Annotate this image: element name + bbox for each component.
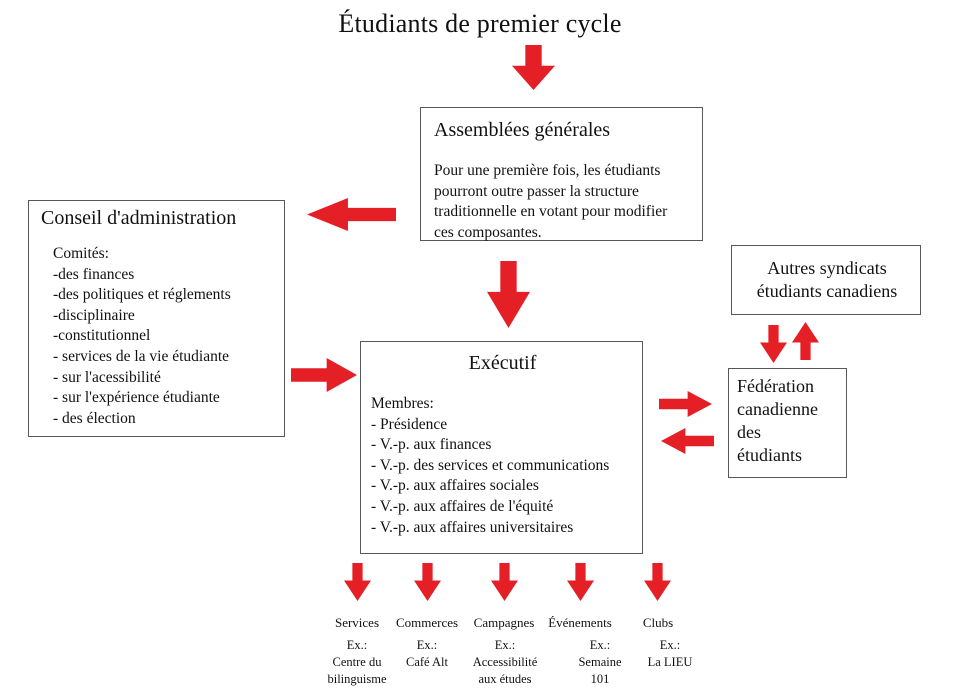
service-example-0: Ex.: Centre du bilinguisme — [295, 637, 419, 688]
conseil-body-line: -des finances — [53, 265, 135, 283]
executif-body-line: - V.-p. aux affaires de l'équité — [371, 498, 554, 516]
box-executif: Exécutif Membres: - Présidence - V.-p. a… — [360, 341, 643, 554]
autres-syndicats-line: Autres syndicats — [767, 258, 887, 278]
service-label-4: Clubs — [642, 615, 674, 630]
conseil-body-line: -des politiques et réglements — [53, 286, 231, 304]
arrow-right-icon-conseil-to-executif — [291, 358, 357, 392]
conseil-title: Conseil d'administration — [41, 207, 237, 229]
arrow-down-icon-service-4 — [644, 563, 671, 601]
page-title: Étudiants de premier cycle — [338, 9, 622, 38]
service-example-line: La LIEU — [647, 654, 693, 669]
service-example-line: Semaine — [578, 654, 622, 669]
executif-body-line: - V.-p. aux affaires sociales — [371, 477, 539, 495]
executif-body-line: - V.-p. aux affaires universitaires — [371, 518, 574, 536]
box-conseil-administration: Conseil d'administration Comités: -des f… — [28, 200, 285, 437]
federation-text: Fédération canadienne des étudiants — [737, 375, 818, 466]
executif-title: Exécutif — [468, 352, 537, 374]
service-example-line: aux études — [478, 671, 532, 686]
executif-body-line: - V.-p. aux finances — [371, 436, 492, 454]
autres-syndicats-line: étudiants canadiens — [756, 281, 898, 302]
service-example-line: 101 — [590, 671, 610, 686]
arrow-down-icon-service-1 — [414, 563, 441, 601]
arrow-down-icon-syndicats-to-federation — [760, 325, 787, 363]
federation-line: canadienne — [737, 398, 818, 419]
assemblees-body-line: Pour une première fois, les étudiants — [434, 162, 661, 179]
service-example-line: Ex.: — [659, 638, 681, 652]
service-example-line: Café Alt — [405, 654, 448, 669]
arrow-left-icon-federation-to-executif — [661, 428, 714, 454]
assemblees-body: Pour une première fois, les étudiants po… — [434, 161, 667, 243]
assemblees-body-line: pourront outre passer la structure — [434, 182, 639, 200]
service-example-line: Centre du — [332, 654, 382, 669]
service-example-2: Ex.: Accessibilité aux études — [443, 637, 567, 688]
service-example-line: Ex.: — [416, 638, 438, 652]
service-label-1: Commerces — [395, 615, 459, 630]
arrow-down-icon-service-0 — [344, 563, 371, 601]
box-federation-canadienne: Fédération canadienne des étudiants — [728, 368, 847, 478]
arrow-down-icon-service-3 — [567, 563, 594, 601]
service-example-line: bilinguisme — [327, 671, 387, 686]
conseil-body-line: - services de la vie étudiante — [53, 348, 230, 366]
service-label-0: Services — [334, 615, 380, 630]
conseil-body-line: Comités: — [53, 245, 109, 262]
conseil-body-line: - sur l'acessibilité — [53, 368, 161, 386]
assemblees-body-line: traditionnelle en votant pour modifier — [434, 203, 668, 221]
executif-body-line: - V.-p. des services et communications — [371, 456, 610, 474]
service-example-line: Ex.: — [346, 638, 368, 652]
conseil-body-line: - des élection — [53, 409, 136, 427]
arrow-up-icon-federation-to-syndicats — [792, 322, 819, 360]
autres-syndicats-text: Autres syndicats étudiants canadiens — [732, 257, 922, 304]
arrow-down-icon-service-2 — [491, 563, 518, 601]
service-example-4: Ex.: La LIEU — [608, 637, 732, 671]
arrow-left-icon-assemblies-to-conseil — [307, 198, 396, 231]
service-example-line: Ex.: — [589, 638, 611, 652]
service-label-2: Campagnes — [473, 615, 535, 630]
federation-line: Fédération — [737, 376, 814, 396]
service-label-3: Événements — [548, 615, 612, 630]
service-example-1: Ex.: Café Alt — [365, 637, 489, 671]
conseil-body: Comités: -des finances -des politiques e… — [53, 244, 231, 429]
box-autres-syndicats: Autres syndicats étudiants canadiens — [731, 245, 921, 315]
federation-line: des — [737, 421, 761, 442]
service-example-line: Accessibilité — [472, 654, 538, 669]
conseil-body-line: -constitutionnel — [53, 327, 151, 345]
conseil-body-line: - sur l'expérience étudiante — [53, 389, 220, 407]
service-example-line: Ex.: — [494, 638, 516, 652]
arrow-down-icon-assemblies-to-executif — [487, 261, 530, 328]
arrow-right-icon-executif-to-federation — [659, 391, 712, 417]
box-assemblees-generales: Assemblées générales Pour une première f… — [420, 107, 703, 241]
conseil-body-line: -disciplinaire — [53, 306, 135, 324]
assemblees-body-line: ces composantes. — [434, 223, 542, 241]
service-example-3: Ex.: Semaine 101 — [538, 637, 662, 688]
arrow-down-icon-students-to-assemblies — [512, 45, 555, 90]
executif-body-line: Membres: — [371, 395, 434, 412]
executif-body: Membres: - Présidence - V.-p. aux financ… — [371, 394, 609, 538]
executif-body-line: - Présidence — [371, 415, 448, 433]
assemblees-title: Assemblées générales — [434, 119, 611, 141]
federation-line: étudiants — [737, 444, 802, 465]
